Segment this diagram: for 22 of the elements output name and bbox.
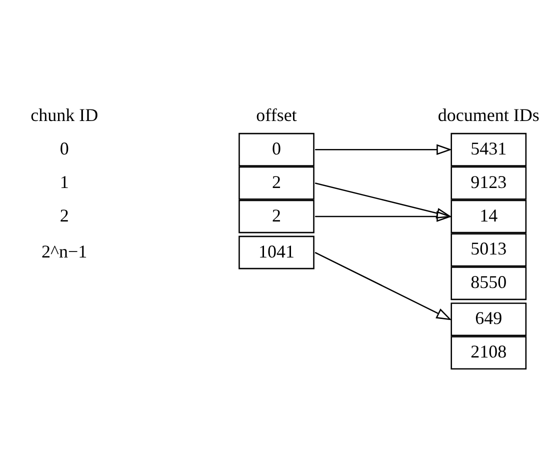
label: 2^n−1 bbox=[42, 240, 88, 261]
label: offset bbox=[256, 104, 297, 124]
node-box: 1041 bbox=[238, 235, 314, 269]
node-box: 14 bbox=[450, 199, 527, 233]
node-box: 2108 bbox=[450, 336, 527, 369]
node-box: 649 bbox=[450, 302, 527, 336]
arrow bbox=[314, 251, 452, 320]
node-box: 8550 bbox=[450, 266, 527, 300]
node-box: 5431 bbox=[450, 132, 527, 166]
node-box: 5013 bbox=[450, 232, 527, 266]
arrow bbox=[315, 210, 452, 222]
node-box: 0 bbox=[238, 132, 314, 166]
label: 2 bbox=[60, 204, 69, 225]
label: 1 bbox=[60, 171, 69, 192]
label: document IDs bbox=[438, 104, 540, 124]
node-box: 2 bbox=[238, 199, 314, 233]
label: 0 bbox=[60, 138, 69, 158]
arrow bbox=[315, 144, 452, 155]
label: chunk ID bbox=[30, 104, 98, 124]
node-box: 2 bbox=[238, 166, 314, 200]
arrow bbox=[314, 182, 452, 218]
node-box: 9123 bbox=[450, 166, 527, 200]
